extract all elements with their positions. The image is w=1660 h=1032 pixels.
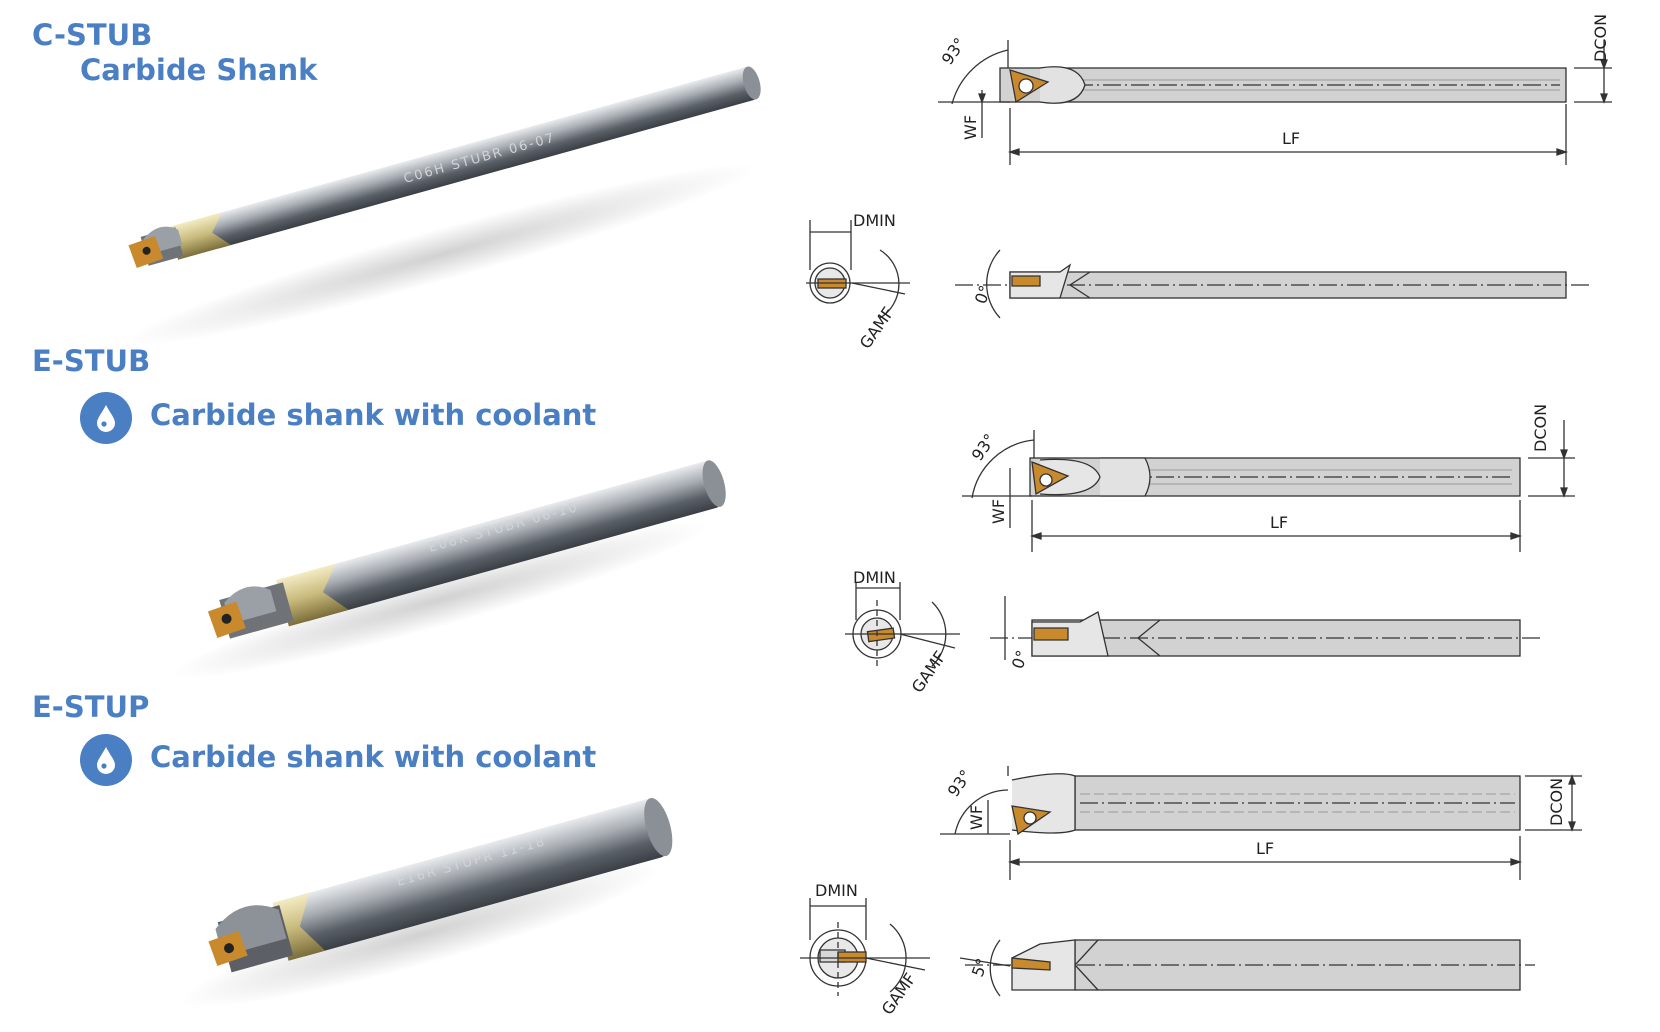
c-stub-angle-top: 93° <box>938 34 970 68</box>
e-stub-wf-label: WF <box>989 499 1008 524</box>
c-stub-end-view <box>806 220 910 319</box>
e-stub-gamf-label: GAMF <box>908 647 950 696</box>
e-stub-lf-label: LF <box>1270 513 1288 532</box>
water-drop-icon <box>80 734 132 786</box>
e-stub-angle-top: 93° <box>968 430 1000 464</box>
section-3-subtitle: Carbide shank with coolant <box>150 740 597 774</box>
section-2-subtitle: Carbide shank with coolant <box>150 398 597 432</box>
c-stub-boring-bar-image: C06H STUBR 06-07 <box>121 66 761 347</box>
e-stub-dmin-label: DMIN <box>853 568 896 587</box>
e-stup-wf-label: WF <box>967 805 986 830</box>
e-stup-dmin-label: DMIN <box>815 881 858 900</box>
c-stub-dmin-label: DMIN <box>853 211 896 230</box>
c-stub-wf-label: WF <box>961 115 980 140</box>
section-1-code: C-STUB <box>32 18 153 52</box>
e-stub-side-view <box>990 596 1540 660</box>
e-stub-dcon-label: DCON <box>1531 404 1550 452</box>
e-stub-angle-side: 0° <box>1008 648 1032 672</box>
c-stub-side-view <box>955 249 1590 319</box>
water-drop-icon <box>80 392 132 444</box>
e-stup-dcon-label: DCON <box>1547 778 1566 826</box>
c-stub-angle-side: 0° <box>971 283 995 307</box>
e-stub-end-view <box>845 582 960 670</box>
e-stup-top-view <box>940 766 1582 880</box>
section-3-code: E-STUP <box>32 690 150 724</box>
e-stup-angle-side: 5° <box>968 956 992 980</box>
e-stup-lf-label: LF <box>1256 839 1274 858</box>
e-stup-angle-top: 93° <box>944 766 976 800</box>
e-stup-end-view <box>800 898 930 996</box>
c-stub-dcon-label: DCON <box>1591 14 1610 62</box>
section-2-code: E-STUB <box>32 344 151 378</box>
e-stup-boring-bar-image: E16R STUPR 11-18 <box>178 797 673 1008</box>
c-stub-lf-label: LF <box>1282 129 1300 148</box>
e-stup-side-view <box>959 939 1535 997</box>
c-stub-top-view <box>938 40 1612 165</box>
product-renders: C06H STUBR 06-07 E08K STUBR 06-10 E16R <box>121 66 761 1008</box>
c-stub-gamf-label: GAMF <box>856 303 898 352</box>
section-1-subtitle: Carbide Shank <box>80 53 318 87</box>
e-stub-top-view <box>962 420 1575 552</box>
e-stup-gamf-label: GAMF <box>878 969 920 1018</box>
